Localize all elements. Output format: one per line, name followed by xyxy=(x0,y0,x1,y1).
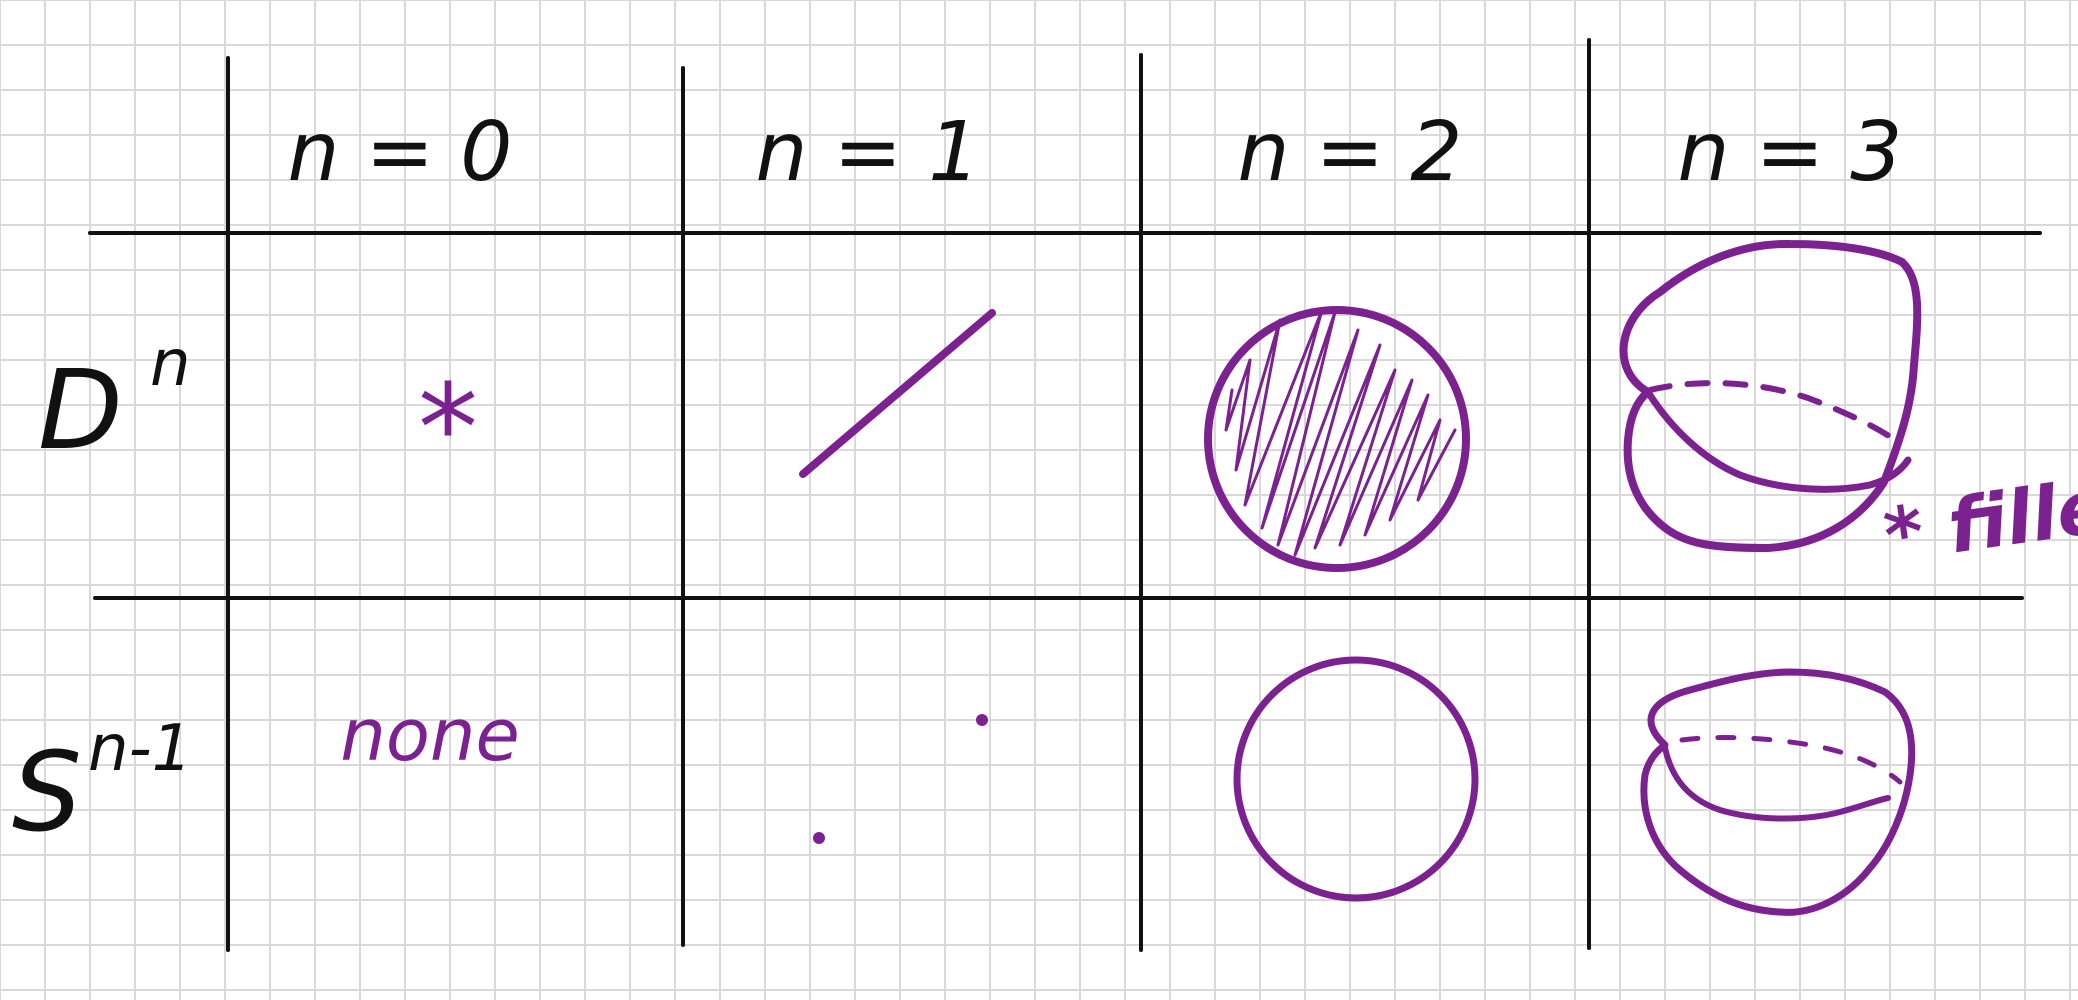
filled-note: * filled xyxy=(1879,456,2078,580)
table-lines xyxy=(88,38,2042,952)
disk-n3-equator-front xyxy=(1644,388,1912,493)
disk-n2-hatching xyxy=(1224,308,1457,557)
row-label-sphere: S n-1 xyxy=(12,712,192,856)
sphere-n3-equator-back xyxy=(1679,735,1903,785)
column-header-n0: n = 0 xyxy=(288,105,513,200)
row-label-disk-superscript: n xyxy=(150,327,191,401)
sphere-n0-none: none xyxy=(340,693,520,777)
disk-n2-circle xyxy=(1204,306,1470,572)
sphere-n1-point-left xyxy=(813,832,825,844)
disk-n1-segment xyxy=(799,309,996,478)
disk-row-drawings: * * filled xyxy=(418,239,2078,580)
column-header-n3: n = 3 xyxy=(1678,105,1903,200)
sphere-n2-circle xyxy=(1233,656,1479,902)
sphere-n1-point-right xyxy=(976,714,988,726)
column-headers: n = 0 n = 1 n = 2 n = 3 xyxy=(288,105,1903,200)
row-label-sphere-superscript: n-1 xyxy=(88,712,192,786)
column-header-n1: n = 1 xyxy=(756,105,981,200)
sphere-n3-outline xyxy=(1640,668,1916,916)
row-label-disk-base: D xyxy=(38,346,123,474)
row-label-sphere-base: S xyxy=(12,728,82,856)
sphere-n3-equator-front xyxy=(1662,745,1891,822)
disk-n3-ball-outline xyxy=(1619,239,1922,552)
disk-n3-equator-back xyxy=(1647,380,1905,448)
row-label-disk: D n xyxy=(38,327,191,474)
sphere-row-drawings: none xyxy=(340,656,1916,916)
column-header-n2: n = 2 xyxy=(1238,105,1463,200)
disk-n0-point-asterisk: * xyxy=(418,360,478,499)
